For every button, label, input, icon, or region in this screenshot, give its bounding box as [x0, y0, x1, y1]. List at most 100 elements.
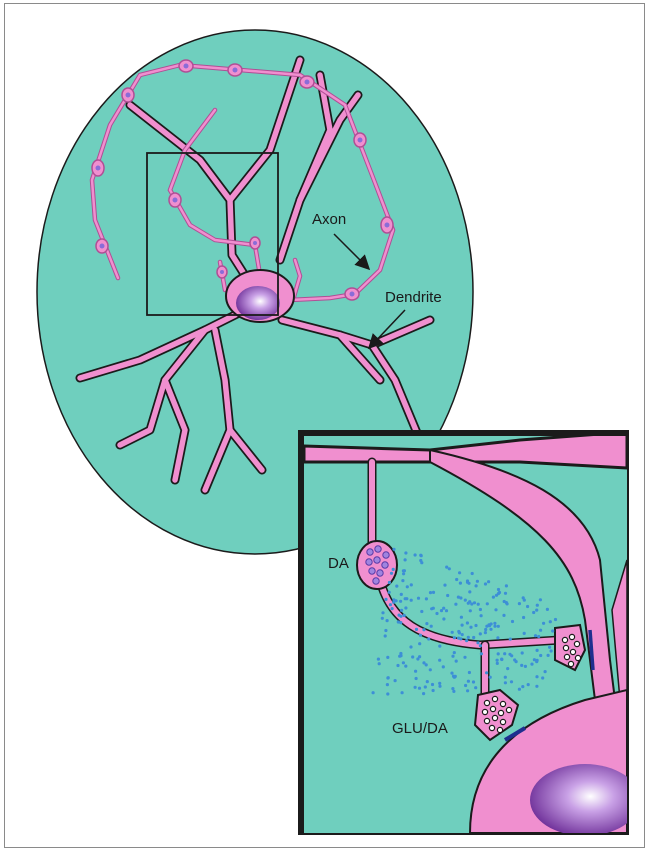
dopamine-dot: [504, 592, 507, 595]
dopamine-dot: [477, 603, 480, 606]
dopamine-dot: [546, 608, 549, 611]
dopamine-dot: [535, 675, 538, 678]
dopamine-dot: [446, 594, 449, 597]
dopamine-dot: [508, 653, 511, 656]
dopamine-dot: [497, 625, 500, 628]
dopamine-dot: [536, 604, 539, 607]
dopamine-dot: [537, 635, 540, 638]
dopamine-dot: [527, 683, 530, 686]
dopamine-dot: [466, 621, 469, 624]
dopamine-dot: [384, 598, 387, 601]
dopamine-dot: [410, 583, 413, 586]
dopamine-dot: [417, 597, 420, 600]
dopamine-dot: [484, 628, 487, 631]
dopamine-dot: [411, 655, 414, 658]
dopamine-dot: [494, 608, 497, 611]
dopamine-dot: [455, 578, 458, 581]
dopamine-dot: [489, 628, 492, 631]
dopamine-dot: [438, 645, 441, 648]
dopamine-dot: [402, 572, 405, 575]
inset-panel: DA GLU/DA: [298, 430, 640, 836]
dopamine-dot: [424, 685, 427, 688]
dopamine-dot: [476, 580, 479, 583]
dopamine-dot: [496, 636, 499, 639]
dopamine-dot: [404, 558, 407, 561]
dopamine-dot: [459, 596, 462, 599]
dopamine-dot: [524, 665, 527, 668]
dopamine-dot: [479, 644, 482, 647]
dopamine-dot: [420, 610, 423, 613]
inset-nucleus: [530, 764, 640, 836]
dopamine-dot: [549, 620, 552, 623]
dopamine-dot: [432, 607, 435, 610]
dopamine-dot: [551, 629, 554, 632]
dopamine-dot: [395, 585, 398, 588]
dopamine-dot: [422, 628, 425, 631]
dopamine-dot: [438, 682, 441, 685]
dopamine-dot: [419, 634, 422, 637]
dopamine-dot: [389, 603, 392, 606]
dopamine-dot: [404, 665, 407, 668]
dopamine-dot: [474, 624, 477, 627]
dopamine-dot: [469, 626, 472, 629]
dopamine-dot: [520, 664, 523, 667]
dopamine-dot: [390, 572, 393, 575]
dopamine-dot: [454, 603, 457, 606]
dopamine-dot: [479, 632, 482, 635]
dopamine-dot: [418, 687, 421, 690]
dopamine-dot: [466, 581, 469, 584]
dopamine-dot: [429, 668, 432, 671]
dopamine-dot: [398, 614, 401, 617]
dopamine-dot: [425, 622, 428, 625]
dopamine-dot: [420, 554, 423, 557]
dopamine-dot: [418, 655, 421, 658]
dopamine-dot: [419, 559, 422, 562]
dopamine-dot: [475, 584, 478, 587]
dopamine-dot: [425, 597, 428, 600]
dopamine-dot: [432, 591, 435, 594]
dopamine-dot: [422, 661, 425, 664]
dopamine-dot: [399, 652, 402, 655]
dopamine-dot: [432, 689, 435, 692]
dopamine-dot: [504, 676, 507, 679]
dopamine-dot: [493, 622, 496, 625]
dopamine-dot: [431, 683, 434, 686]
dopamine-dot: [539, 654, 542, 657]
dopamine-dot: [550, 649, 553, 652]
dopamine-dot: [415, 677, 418, 680]
dopamine-dot: [372, 691, 375, 694]
dopamine-dot: [438, 685, 441, 688]
dopamine-dot: [445, 609, 448, 612]
dopamine-dot: [391, 607, 394, 610]
dopamine-dot: [505, 584, 508, 587]
dopamine-dot: [467, 602, 470, 605]
dopamine-dot: [378, 662, 381, 665]
dopamine-dot: [536, 649, 539, 652]
dopamine-dot: [418, 642, 421, 645]
dopamine-dot: [535, 660, 538, 663]
dopamine-dot: [381, 611, 384, 614]
dopamine-dot: [542, 622, 545, 625]
dopamine-dot: [523, 599, 526, 602]
dopamine-dot: [386, 619, 389, 622]
dopamine-dot: [484, 582, 487, 585]
dopamine-dot: [427, 637, 430, 640]
dopamine-dot: [510, 680, 513, 683]
dopamine-dot: [414, 686, 417, 689]
dopamine-dot: [490, 622, 493, 625]
dopamine-dot: [400, 609, 403, 612]
dopamine-dot: [480, 614, 483, 617]
dopamine-dot: [459, 582, 462, 585]
dopamine-dot: [451, 687, 454, 690]
dopamine-dot: [453, 636, 456, 639]
dopamine-dot: [442, 617, 445, 620]
dopamine-dot: [438, 659, 441, 662]
dopamine-dot: [450, 672, 453, 675]
dopamine-dot: [440, 609, 443, 612]
dopamine-dot: [476, 641, 479, 644]
dopamine-dot: [401, 579, 404, 582]
dopamine-dot: [377, 658, 380, 661]
dopamine-dot: [496, 659, 499, 662]
dopamine-dot: [485, 671, 488, 674]
dopamine-dot: [554, 618, 557, 621]
